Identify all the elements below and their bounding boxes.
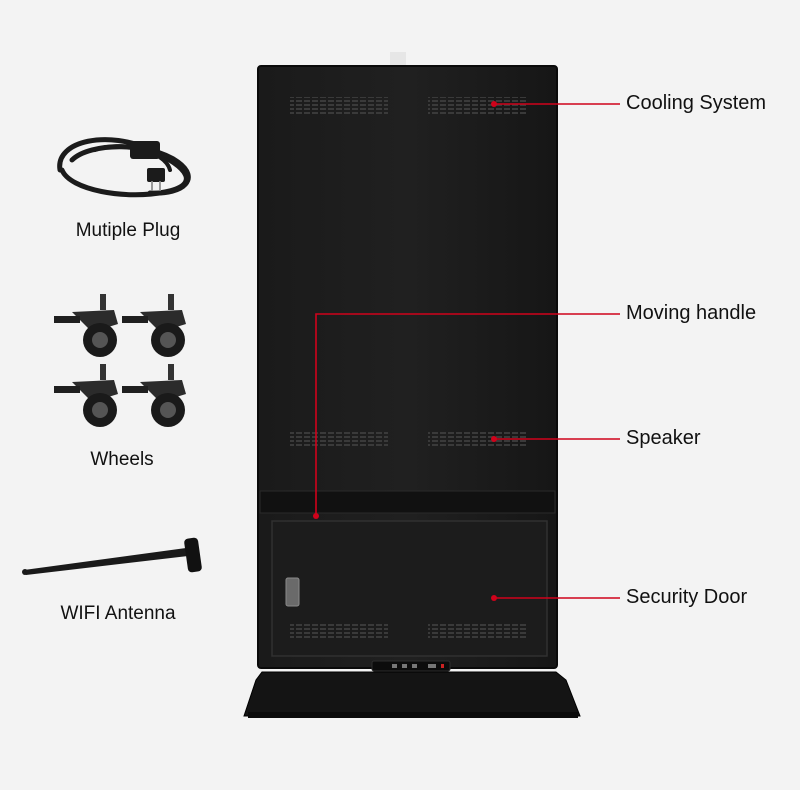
speaker-label: Speaker: [626, 427, 701, 449]
callout-lines: [315, 103, 620, 599]
wheels-label: Wheels: [90, 449, 154, 470]
cooling-dot: [491, 101, 497, 107]
top-left-vent: [290, 97, 388, 115]
security-door-label: Security Door: [626, 586, 748, 608]
door-right-vent: [428, 622, 526, 640]
port: [428, 664, 436, 668]
kiosk-body: [243, 52, 581, 718]
cooling-system-label: Cooling System: [626, 92, 767, 114]
speaker-left-vent: [290, 430, 388, 448]
top-tab: [390, 52, 406, 66]
power-cable-image: [57, 137, 191, 198]
antenna-label: WIFI Antenna: [60, 603, 176, 624]
handle-line: [315, 313, 620, 516]
port-strip: [371, 660, 451, 672]
speaker-dot: [491, 436, 497, 442]
door-lock: [285, 577, 300, 607]
door-dot: [491, 595, 497, 601]
handle-dot: [313, 513, 319, 519]
top-right-vent: [428, 97, 526, 115]
callout-dots: [313, 101, 497, 601]
port: [402, 664, 407, 668]
speaker-right-vent: [428, 430, 526, 448]
port: [412, 664, 417, 668]
port: [392, 664, 397, 668]
wheels-image: [54, 294, 186, 427]
antenna-image: [22, 537, 202, 575]
handle-ledge: [259, 490, 556, 514]
base-edge: [248, 712, 578, 718]
power-led: [441, 664, 444, 668]
door-left-vent: [290, 622, 388, 640]
moving-handle-label: Moving handle: [626, 302, 757, 324]
plug-label: Mutiple Plug: [75, 220, 181, 241]
base-stand: [243, 671, 581, 717]
